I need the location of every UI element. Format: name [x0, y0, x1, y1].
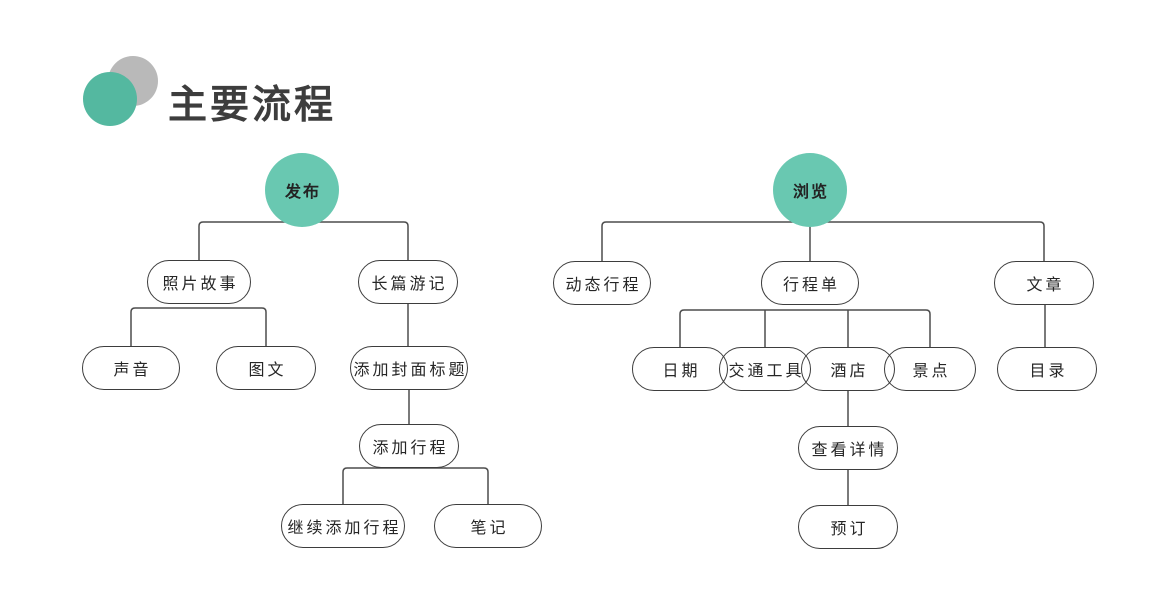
page-title: 主要流程 [168, 83, 337, 128]
edge-publish-children [198, 221, 409, 261]
node-dynamic-itinerary[interactable]: 动态行程 [553, 261, 651, 305]
node-browse[interactable]: 浏览 [773, 153, 847, 227]
node-notes[interactable]: 笔记 [434, 504, 542, 548]
node-booking[interactable]: 预订 [798, 505, 898, 549]
node-add-itinerary[interactable]: 添加行程 [359, 424, 459, 468]
node-view-details[interactable]: 查看详情 [798, 426, 898, 470]
node-image-text[interactable]: 图文 [216, 346, 316, 390]
node-transport[interactable]: 交通工具 [719, 347, 811, 391]
edge-itinerary-list-children [679, 309, 931, 347]
node-publish[interactable]: 发布 [265, 153, 339, 227]
decorative-circle-teal-icon [83, 72, 137, 126]
node-directory[interactable]: 目录 [997, 347, 1097, 391]
node-sound[interactable]: 声音 [82, 346, 180, 390]
node-add-cover-title[interactable]: 添加封面标题 [350, 346, 468, 390]
node-long-travelogue[interactable]: 长篇游记 [358, 260, 458, 304]
edge-photo-story-children [130, 307, 267, 347]
node-attractions[interactable]: 景点 [884, 347, 976, 391]
node-article[interactable]: 文章 [994, 261, 1094, 305]
node-photo-story[interactable]: 照片故事 [147, 260, 251, 304]
node-hotel[interactable]: 酒店 [801, 347, 895, 391]
edge-browse-children [601, 221, 1045, 261]
node-date[interactable]: 日期 [632, 347, 728, 391]
node-continue-add-itinerary[interactable]: 继续添加行程 [281, 504, 405, 548]
node-itinerary-list[interactable]: 行程单 [761, 261, 859, 305]
edge-add-itinerary-children [342, 467, 489, 505]
